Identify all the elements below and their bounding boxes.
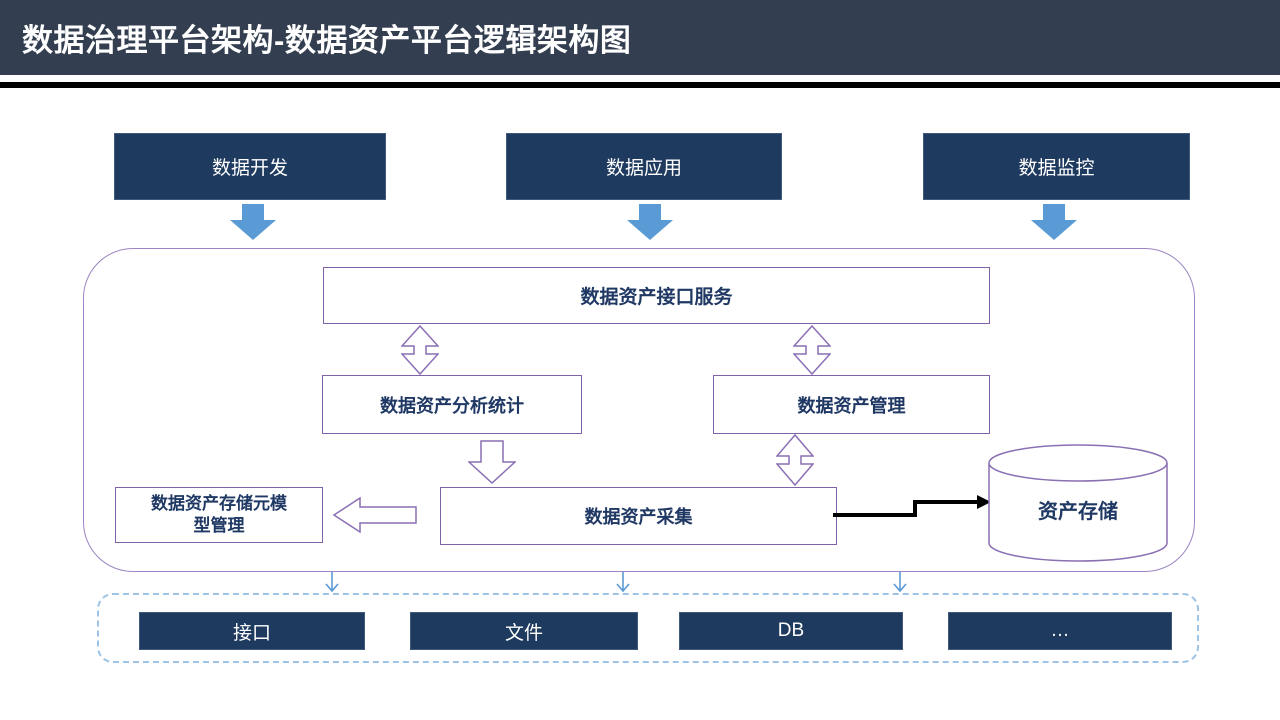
down-arrow-icon xyxy=(627,204,673,240)
up-down-arrow-icon xyxy=(776,434,814,486)
up-down-arrow-icon xyxy=(793,325,831,375)
box-interface-service-label: 数据资产接口服务 xyxy=(580,287,733,308)
box-asset-analysis-label: 数据资产分析统计 xyxy=(380,395,524,416)
box-asset-collection: 数据资产采集 xyxy=(440,487,837,545)
page-title: 数据治理平台架构-数据资产平台逻辑架构图 xyxy=(22,23,632,58)
down-arrow-icon xyxy=(1031,204,1077,240)
box-asset-management: 数据资产管理 xyxy=(713,375,990,434)
box-storage-meta-model: 数据资产存储元模型管理 xyxy=(115,487,323,543)
source-box-db: DB xyxy=(679,612,903,650)
source-box-api-label: 接口 xyxy=(232,622,271,644)
box-asset-analysis: 数据资产分析统计 xyxy=(322,375,582,434)
elbow-connector-arrow xyxy=(833,495,991,517)
source-box-api: 接口 xyxy=(139,612,365,650)
thin-down-arrow-icon xyxy=(893,572,907,593)
down-arrow-outline-icon xyxy=(468,440,516,484)
source-box-more: … xyxy=(948,612,1172,650)
box-asset-collection-label: 数据资产采集 xyxy=(584,507,693,527)
up-down-arrow-icon xyxy=(401,325,439,375)
source-box-more-label: … xyxy=(1050,620,1070,641)
thin-down-arrow-icon xyxy=(616,572,630,593)
box-data-application: 数据应用 xyxy=(506,133,782,200)
box-interface-service: 数据资产接口服务 xyxy=(323,267,990,324)
box-data-monitoring: 数据监控 xyxy=(923,133,1190,200)
box-data-development-label: 数据开发 xyxy=(211,158,288,179)
box-asset-management-label: 数据资产管理 xyxy=(797,395,906,416)
thin-down-arrow-icon xyxy=(325,572,339,593)
source-box-file-label: 文件 xyxy=(504,622,543,644)
source-box-db-label: DB xyxy=(777,620,805,641)
left-arrow-outline-icon xyxy=(333,497,417,533)
box-storage-meta-model-label: 数据资产存储元模型管理 xyxy=(151,493,287,535)
box-data-development: 数据开发 xyxy=(114,133,386,200)
box-data-application-label: 数据应用 xyxy=(605,158,682,179)
source-box-file: 文件 xyxy=(410,612,638,650)
asset-storage-cylinder: 资产存储 xyxy=(988,444,1168,562)
database-cylinder-icon xyxy=(988,444,1168,562)
slide-title-bar: 数据治理平台架构-数据资产平台逻辑架构图 xyxy=(0,0,1280,75)
box-data-monitoring-label: 数据监控 xyxy=(1018,158,1095,179)
asset-storage-label: 资产存储 xyxy=(1038,501,1118,523)
title-divider xyxy=(0,82,1280,88)
down-arrow-icon xyxy=(230,204,276,240)
